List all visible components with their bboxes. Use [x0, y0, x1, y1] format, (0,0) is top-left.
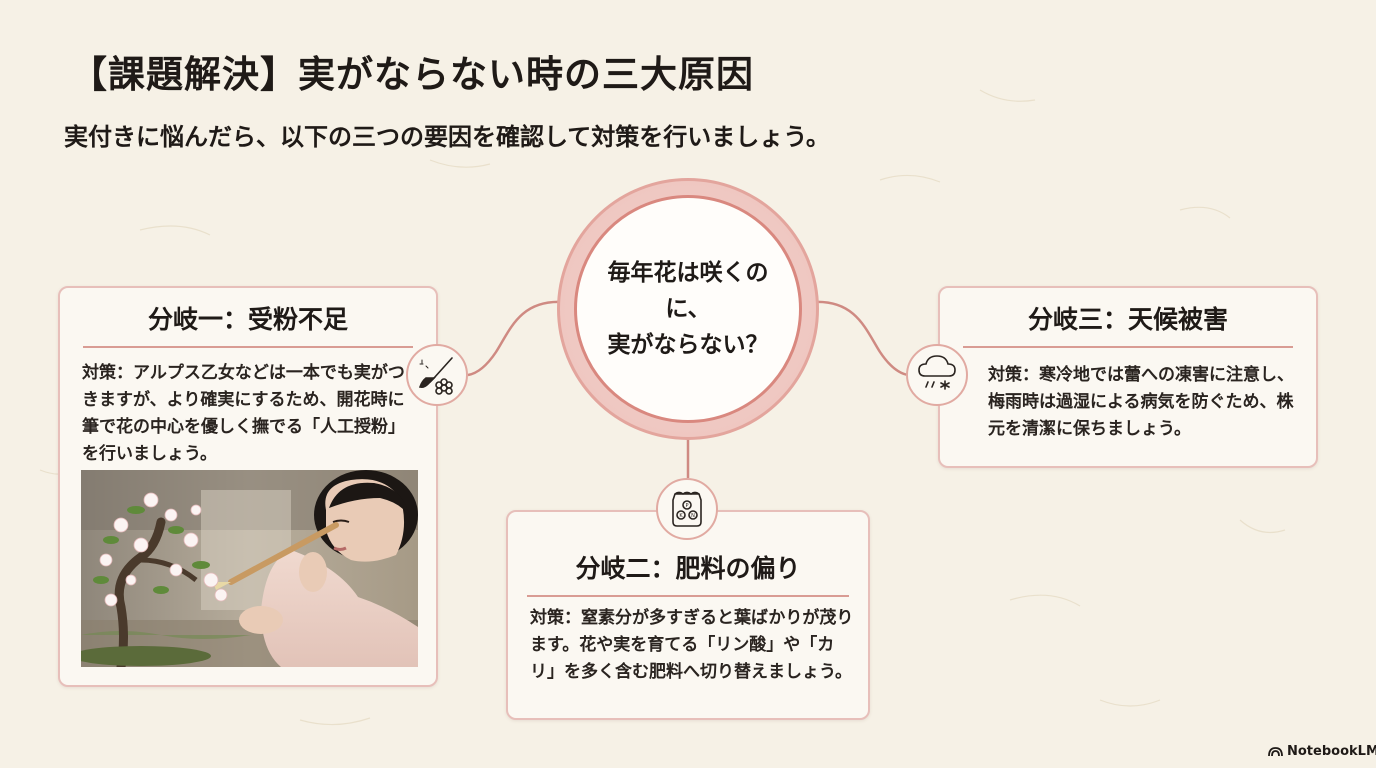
hub-circle: 毎年花は咲くのに、 実がならない？ — [574, 195, 802, 423]
branch-card-weather: 分岐三：天候被害 対策：寒冷地では蕾への凍害に注意し、梅雨時は過湿による病気を防… — [938, 286, 1318, 468]
notebooklm-logo-icon — [1268, 747, 1283, 757]
watermark-label: NotebookLM — [1287, 744, 1376, 759]
hub-question: 毎年花は咲くのに、 実がならない？ — [607, 260, 769, 358]
svg-text:N: N — [691, 513, 695, 519]
svg-text:P: P — [685, 503, 688, 509]
branch-title: 分岐二：肥料の偏り — [575, 554, 801, 583]
cloud-rain-snow-icon — [906, 344, 968, 406]
branch-title: 分岐三：天候被害 — [1027, 305, 1228, 334]
notebooklm-watermark: NotebookLM — [1268, 744, 1376, 759]
branch-card-fertilizer: 分岐二：肥料の偏り 対策：窒素分が多すぎると葉ばかりが茂ります。花や実を育てる「… — [506, 510, 870, 720]
title-divider — [83, 346, 413, 348]
branch-description: 対策：アルプス乙女などは一本でも実がつきますが、より確実にするため、開花時に筆で… — [82, 363, 405, 464]
fertilizer-bag-icon: P K N — [656, 478, 718, 540]
title-divider — [527, 595, 849, 597]
pollination-photo — [81, 470, 418, 667]
title-divider — [963, 346, 1293, 348]
branch-title: 分岐一：受粉不足 — [147, 305, 348, 334]
branch-description: 対策：窒素分が多すぎると葉ばかりが茂ります。花や実を育てる「リン酸」や「カリ」を… — [530, 608, 854, 682]
svg-text:K: K — [679, 513, 683, 519]
branch-description: 対策：寒冷地では蕾への凍害に注意し、梅雨時は過湿による病気を防ぐため、株元を清潔… — [988, 365, 1294, 439]
connector-branch-1 — [467, 300, 563, 377]
connector-branch-3 — [813, 300, 909, 377]
page-title: 【課題解決】実がならない時の三大原因 — [70, 52, 754, 96]
branch-card-pollination: 分岐一：受粉不足 対策：アルプス乙女などは一本でも実がつきますが、より確実にする… — [58, 286, 438, 687]
page-subtitle: 実付きに悩んだら、以下の三つの要因を確認して対策を行いましょう。 — [64, 123, 830, 151]
brush-and-flower-icon — [406, 344, 468, 406]
